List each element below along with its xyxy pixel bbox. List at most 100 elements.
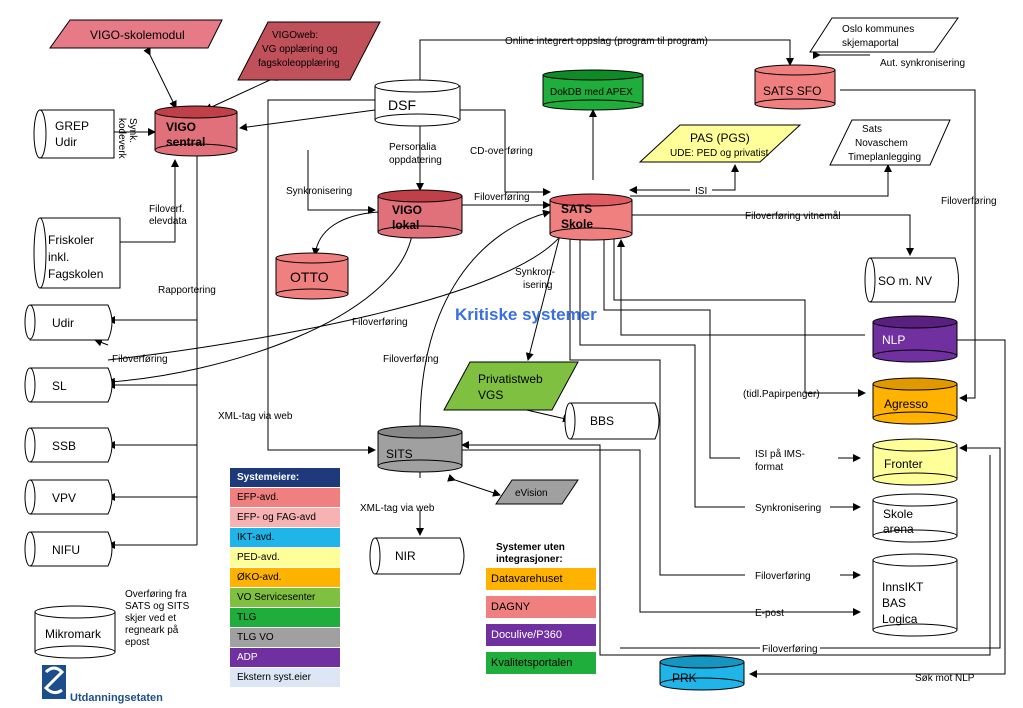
line-synk-skolearena [579,235,745,508]
svg-text:Timeplanlegging: Timeplanlegging [848,152,921,163]
svg-text:NIFU: NIFU [52,543,80,557]
svg-text:UDE: PED og privatist: UDE: PED og privatist [670,148,769,159]
arrow-cd-overforing [460,109,551,196]
arrow-sits-sats [415,209,551,433]
label-aut-sync: Aut. synkronisering [880,58,965,69]
arrow-online-integrert [419,39,794,80]
label-overforing-2: SATS og SITS [125,601,190,612]
node-bbs: BBS [564,402,660,440]
legend2-title-1: Systemer uten [496,542,565,553]
arrow-filoverforing-udir [94,338,109,347]
arrow-papirpenger [613,235,866,397]
arrow-lokal-sl [107,234,413,386]
legend-item-efp-fag: EFP- og FAG-avd [230,508,340,527]
svg-text:DokDB med APEX: DokDB med APEX [550,87,633,98]
node-mikromark: Mikromark [34,605,116,659]
logo-icon [42,665,66,699]
arrow-synk-sentral-lokal [307,150,376,214]
svg-text:PAS (PGS): PAS (PGS) [690,131,750,145]
legend2-title-2: integrasjoner: [496,554,563,565]
svg-text:fagskoleopplæring: fagskoleopplæring [258,58,340,69]
svg-text:Udir: Udir [52,316,74,330]
svg-text:SITS: SITS [386,447,413,461]
svg-text:BAS: BAS [882,596,906,610]
arrow-dsf-sentral [239,109,376,132]
svg-text:VPV: VPV [52,491,76,505]
node-dokdb: DokDB med APEX [542,69,644,111]
svg-text:Logica: Logica [882,612,918,626]
svg-text:VIGO: VIGO [166,120,196,134]
label-elevdata: elevdata [149,216,187,227]
label-filoverforing-otto: Filoverføring [352,317,408,328]
svg-text:NIR: NIR [395,549,416,563]
line-fil-innsikt [569,235,745,576]
svg-text:eVision: eVision [515,488,548,499]
svg-text:SO m. NV: SO m. NV [878,274,932,288]
legend-title: Systemeiere: [230,468,340,487]
legend-item-tlg: TLG [230,608,340,627]
label-isi: ISI [695,186,707,197]
connectors [94,39,1006,678]
label-filoverforing-innsikt: Filoverføring [755,571,811,582]
arrow-lokal-otto [311,207,386,256]
legend2-item-kvalitetsportalen: Kvalitetsportalen [486,652,596,674]
label-online: Online integrert oppslag (program til pr… [505,36,708,47]
node-vigo-sentral: VIGO sentral [154,105,238,157]
arrow-vitnemal-so [630,214,914,256]
svg-text:sentral: sentral [166,135,205,149]
svg-text:Friskoler: Friskoler [48,233,94,247]
arrow-epost-innsikt [460,449,861,616]
node-otto: OTTO [275,252,349,300]
node-sits: SITS [377,425,463,473]
arrow-xml-web-sits [267,99,376,454]
label-filoverforing-prk: Filoverføring [762,644,818,655]
node-oslo-skjemaportal: Oslo kommunes skjemaportal [809,17,959,53]
svg-text:VIGO-skolemodul: VIGO-skolemodul [90,28,185,42]
label-overforing-5: epost [125,637,150,648]
svg-text:InnsIKT: InnsIKT [882,580,924,594]
node-sl: SL [24,367,113,403]
label-filoverforing-lokal: Filoverføring [474,192,530,203]
svg-text:SL: SL [52,379,67,393]
label-sok-nlp: Søk mot NLP [915,673,975,684]
label-filoverforing-sits: Filoverføring [383,354,439,365]
svg-text:Fronter: Fronter [884,457,923,471]
node-sats-skole: SATS Skole [549,193,633,241]
label-overforing-1: Overføring fra [125,589,187,600]
svg-text:Oslo kommunes: Oslo kommunes [842,24,914,35]
arrow-fronter-sits [461,441,991,656]
logo-text: Utdanningsetaten [70,692,163,704]
arrow-sits-evision [447,473,501,497]
arrow-fil-fronter [820,444,1001,649]
svg-text:Agresso: Agresso [884,397,928,411]
svg-text:GREP: GREP [55,119,89,133]
label-filoverforing-vitnemal: Filoverføring vitnemål [745,210,841,222]
arrow-vigoweb-sentral [204,73,279,111]
label-oppdatering: oppdatering [389,155,442,166]
label-format: format [755,462,784,473]
node-nir: NIR [369,537,465,575]
line-isi-ims [603,235,740,459]
label-epost: E-post [755,608,784,619]
node-friskoler: Friskoler inkl. Fagskolen [33,217,121,289]
node-vigoweb: VIGOweb: VG opplæring og fagskoleopplæri… [237,21,381,81]
legend-item-oko: ØKO-avd. [230,568,340,587]
svg-text:SSB: SSB [52,439,76,453]
legend-item-adp: ADP [230,648,340,667]
label-isering: isering [523,280,552,291]
label-synkron: Synkron- [515,267,555,278]
node-pas: PAS (PGS) UDE: PED og privatist [638,124,802,163]
label-synkronisering-skolearena: Synkronisering [755,503,821,514]
legend-item-efp: EFP-avd. [230,488,340,507]
label-filoverforing-udir: Filoverføring [112,354,168,365]
node-nlp: NLP [872,315,958,363]
svg-text:VIGO: VIGO [392,203,422,217]
arrow-nlp-sats [617,239,865,336]
label-filoverforing-sfo: Filoverføring [941,196,997,207]
node-dsf: DSF [374,79,461,127]
legend-item-vo: VO Servicesenter [230,588,340,607]
legend-item-ekstern: Ekstern syst.eier [230,668,340,687]
node-prk: PRK [659,655,745,691]
node-sats-sfo: SATS SFO [754,64,836,110]
